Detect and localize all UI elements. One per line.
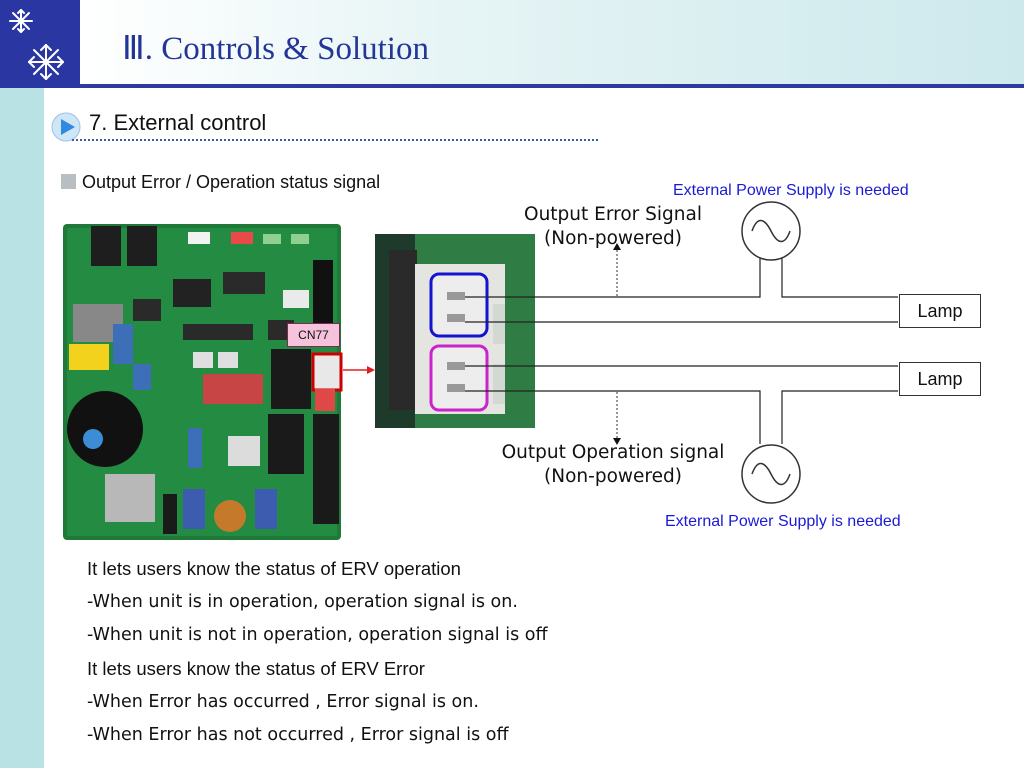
power-note-bottom: External Power Supply is needed	[665, 513, 901, 530]
description-line: It lets users know the status of ERV Err…	[87, 658, 425, 679]
header-band	[80, 0, 1024, 86]
section-title: 7. External control	[89, 110, 267, 135]
connector-zoom-image	[375, 234, 535, 428]
description-line: -When Error has not occurred , Error sig…	[87, 725, 509, 745]
slide-title: Ⅲ. Controls & Solution	[122, 31, 429, 67]
description-line: -When unit is not in operation, operatio…	[87, 625, 548, 645]
description-line: -When Error has occurred , Error signal …	[87, 692, 479, 712]
error-signal-label: Output Error Signal	[524, 204, 702, 225]
lamp-box-top: Lamp	[899, 294, 981, 328]
header-divider	[80, 84, 1024, 88]
ac-source-icon	[741, 201, 801, 261]
subsection-title: Output Error / Operation status signal	[82, 172, 381, 192]
section-underline	[72, 139, 598, 141]
square-bullet-icon	[61, 174, 76, 189]
left-decor-strip	[0, 88, 44, 768]
description-line: -When unit is in operation, operation si…	[87, 592, 518, 612]
operation-signal-sublabel: (Non-powered)	[544, 466, 682, 487]
description-line: It lets users know the status of ERV ope…	[87, 558, 461, 579]
logo	[0, 0, 80, 88]
snowflake-icon	[9, 9, 64, 80]
lamp-box-bottom: Lamp	[899, 362, 981, 396]
pcb-board-image	[63, 224, 343, 540]
power-note-top: External Power Supply is needed	[673, 182, 909, 199]
operation-signal-label: Output Operation signal	[501, 442, 725, 463]
ac-source-icon	[741, 444, 801, 504]
play-arrow-icon	[51, 112, 81, 142]
connector-label: CN77	[287, 323, 340, 347]
error-signal-sublabel: (Non-powered)	[544, 228, 682, 249]
